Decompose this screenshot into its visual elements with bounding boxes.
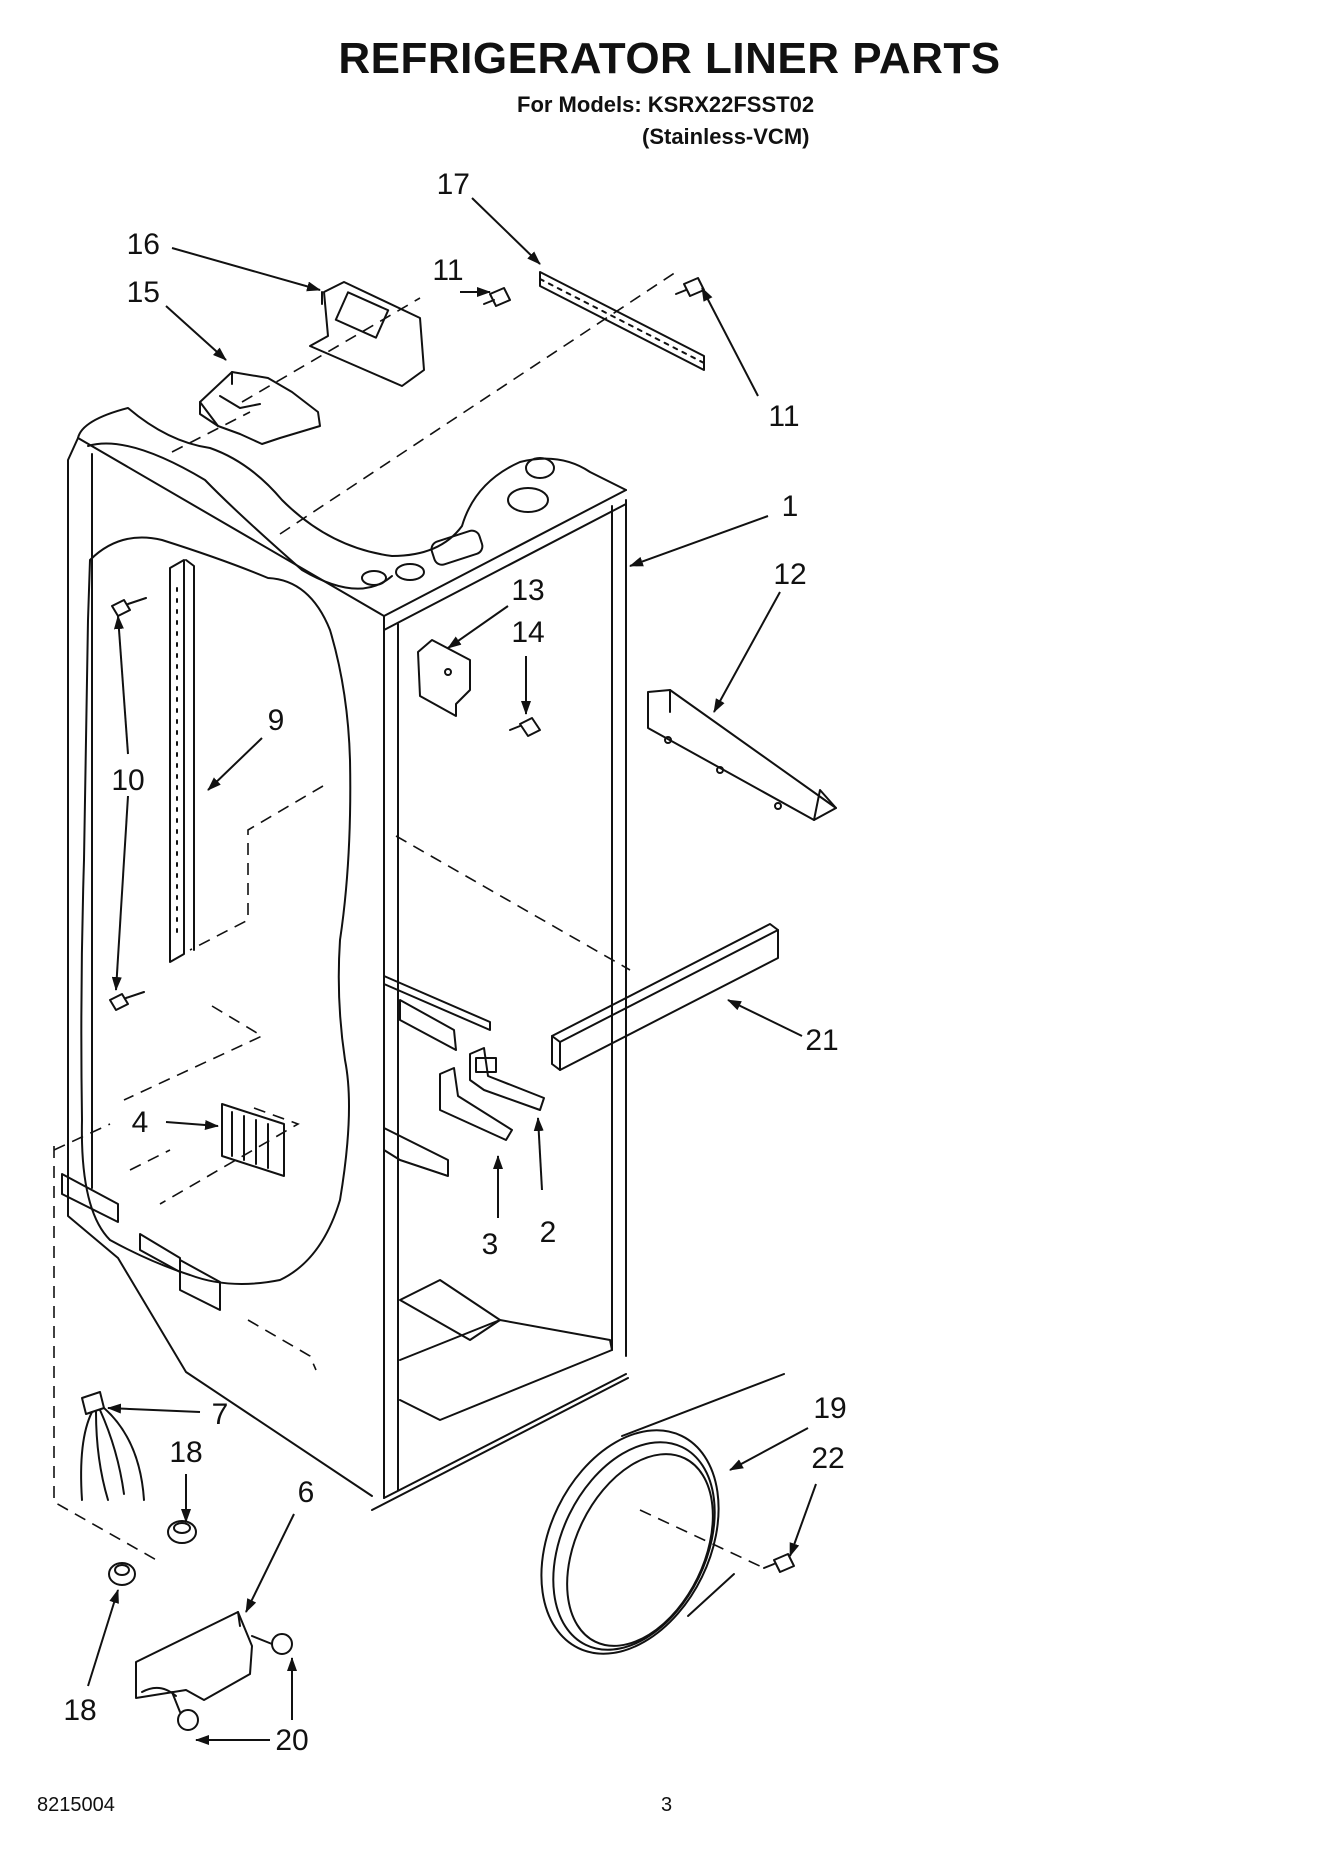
assembly-lines <box>53 271 765 1569</box>
clip-screw <box>763 1553 795 1573</box>
vent-grille <box>221 1103 285 1177</box>
screw-14 <box>509 717 541 737</box>
top-strip <box>539 271 705 371</box>
callout-2: 2 <box>540 1216 557 1249</box>
models-line: For Models: KSRX22FSST02 <box>517 92 815 117</box>
bottom-housing <box>135 1611 253 1701</box>
callout-20: 20 <box>275 1724 308 1757</box>
callout-11-top: 11 <box>432 254 463 287</box>
callout-21: 21 <box>805 1024 838 1057</box>
cross-rail <box>551 923 779 1071</box>
page-number: 3 <box>661 1794 673 1816</box>
bracket-3 <box>439 1067 513 1141</box>
leader-arrows <box>87 197 817 1745</box>
bracket-13 <box>417 639 471 717</box>
callout-9: 9 <box>268 704 285 737</box>
rail-screws <box>109 597 147 1011</box>
document-number: 8215004 <box>37 1794 115 1816</box>
callout-6: 6 <box>298 1476 315 1509</box>
lower-trim <box>61 1173 221 1311</box>
callout-17: 17 <box>437 168 470 201</box>
callout-4: 4 <box>132 1106 149 1139</box>
control-cover <box>309 281 425 387</box>
push-pins <box>171 1633 293 1731</box>
wire-harness <box>80 1391 145 1501</box>
page-title: REFRIGERATOR LINER PARTS <box>338 34 1001 83</box>
refrigerator-liner <box>67 407 629 1511</box>
grommets <box>108 1520 197 1586</box>
top-screws <box>483 277 705 307</box>
callout-7: 7 <box>212 1398 229 1431</box>
callout-22: 22 <box>811 1442 844 1475</box>
water-tube-coil <box>540 1373 785 1655</box>
callout-18-bottom: 18 <box>63 1694 96 1727</box>
callout-11-right: 11 <box>768 400 799 433</box>
callout-18-top: 18 <box>169 1436 202 1469</box>
callout-1: 1 <box>782 490 799 523</box>
callout-3: 3 <box>482 1228 499 1261</box>
callout-16: 16 <box>127 228 160 261</box>
drawer-support <box>647 689 837 821</box>
control-housing <box>199 371 321 445</box>
bracket-2 <box>469 1047 545 1111</box>
callout-14: 14 <box>511 616 544 649</box>
shelf-rail <box>169 559 195 963</box>
callout-13: 13 <box>511 574 544 607</box>
callout-12: 12 <box>773 558 806 591</box>
callout-15: 15 <box>127 276 160 309</box>
variant-line: (Stainless-VCM) <box>642 124 810 149</box>
callout-19: 19 <box>813 1392 846 1425</box>
callout-10: 10 <box>111 764 144 797</box>
crisper-slides <box>383 975 491 1177</box>
